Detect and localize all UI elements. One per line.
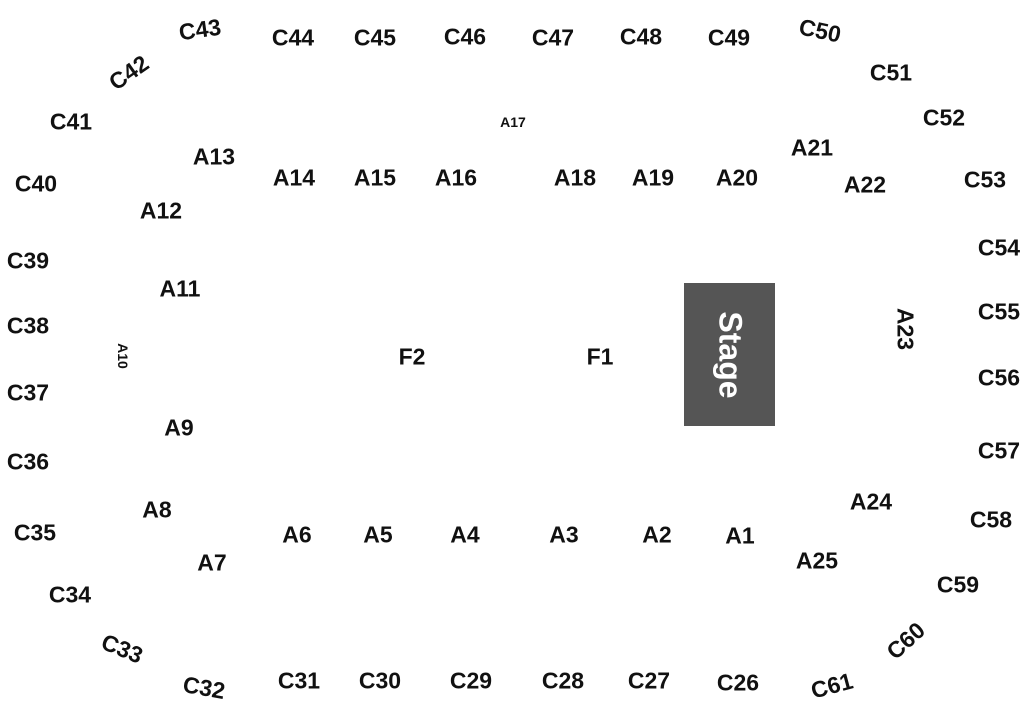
section-c42[interactable]: C42	[103, 49, 154, 96]
section-f1[interactable]: F1	[586, 343, 614, 370]
section-c54[interactable]: C54	[977, 234, 1021, 261]
section-a23[interactable]: A23	[892, 307, 919, 351]
section-a21[interactable]: A21	[790, 134, 834, 161]
section-a14[interactable]: A14	[272, 164, 316, 191]
section-a22[interactable]: A22	[843, 171, 887, 198]
section-a8[interactable]: A8	[142, 496, 172, 523]
section-c53[interactable]: C53	[963, 166, 1007, 193]
section-c49[interactable]: C49	[707, 24, 751, 51]
section-a25[interactable]: A25	[795, 547, 839, 574]
section-c44[interactable]: C44	[271, 24, 315, 51]
section-c58[interactable]: C58	[969, 506, 1013, 533]
section-a10[interactable]: A10	[115, 343, 131, 369]
section-a4[interactable]: A4	[450, 521, 480, 548]
section-c30[interactable]: C30	[358, 667, 402, 694]
stage-label: Stage	[712, 310, 748, 399]
section-c28[interactable]: C28	[541, 667, 585, 694]
section-a7[interactable]: A7	[197, 549, 227, 576]
section-c36[interactable]: C36	[6, 448, 50, 475]
section-c32[interactable]: C32	[181, 671, 228, 704]
section-f2[interactable]: F2	[398, 343, 426, 370]
section-c55[interactable]: C55	[977, 298, 1021, 325]
section-c57[interactable]: C57	[977, 437, 1021, 464]
section-c60[interactable]: C60	[881, 616, 931, 665]
section-a19[interactable]: A19	[631, 164, 675, 191]
section-a5[interactable]: A5	[363, 521, 393, 548]
section-a13[interactable]: A13	[192, 143, 236, 170]
section-a6[interactable]: A6	[282, 521, 312, 548]
section-c43[interactable]: C43	[177, 13, 223, 46]
section-c61[interactable]: C61	[808, 667, 856, 704]
section-c48[interactable]: C48	[619, 23, 663, 50]
section-c45[interactable]: C45	[353, 24, 397, 51]
section-c37[interactable]: C37	[6, 379, 50, 406]
section-c51[interactable]: C51	[869, 59, 913, 86]
section-c59[interactable]: C59	[936, 571, 980, 598]
section-a12[interactable]: A12	[139, 197, 183, 224]
section-a16[interactable]: A16	[434, 164, 478, 191]
section-a9[interactable]: A9	[164, 414, 194, 441]
section-c38[interactable]: C38	[6, 312, 50, 339]
section-c31[interactable]: C31	[277, 667, 321, 694]
section-a2[interactable]: A2	[642, 521, 672, 548]
section-a15[interactable]: A15	[353, 164, 397, 191]
section-a20[interactable]: A20	[715, 164, 759, 191]
section-a11[interactable]: A11	[159, 275, 201, 302]
section-c34[interactable]: C34	[48, 581, 92, 608]
section-c27[interactable]: C27	[627, 667, 671, 694]
section-c41[interactable]: C41	[49, 108, 93, 135]
section-a18[interactable]: A18	[553, 164, 597, 191]
section-c26[interactable]: C26	[716, 669, 760, 696]
section-c29[interactable]: C29	[449, 667, 493, 694]
section-c39[interactable]: C39	[6, 247, 50, 274]
section-a24[interactable]: A24	[849, 488, 893, 515]
section-a3[interactable]: A3	[549, 521, 579, 548]
section-c56[interactable]: C56	[977, 364, 1021, 391]
section-c40[interactable]: C40	[14, 170, 58, 197]
section-c52[interactable]: C52	[922, 104, 966, 131]
stage: Stage	[684, 283, 775, 426]
section-c35[interactable]: C35	[13, 519, 57, 546]
section-c47[interactable]: C47	[531, 24, 575, 51]
section-c46[interactable]: C46	[443, 23, 487, 50]
section-c33[interactable]: C33	[97, 628, 147, 669]
section-a17[interactable]: A17	[500, 114, 526, 130]
section-c50[interactable]: C50	[796, 13, 844, 48]
section-a1[interactable]: A1	[725, 522, 755, 549]
